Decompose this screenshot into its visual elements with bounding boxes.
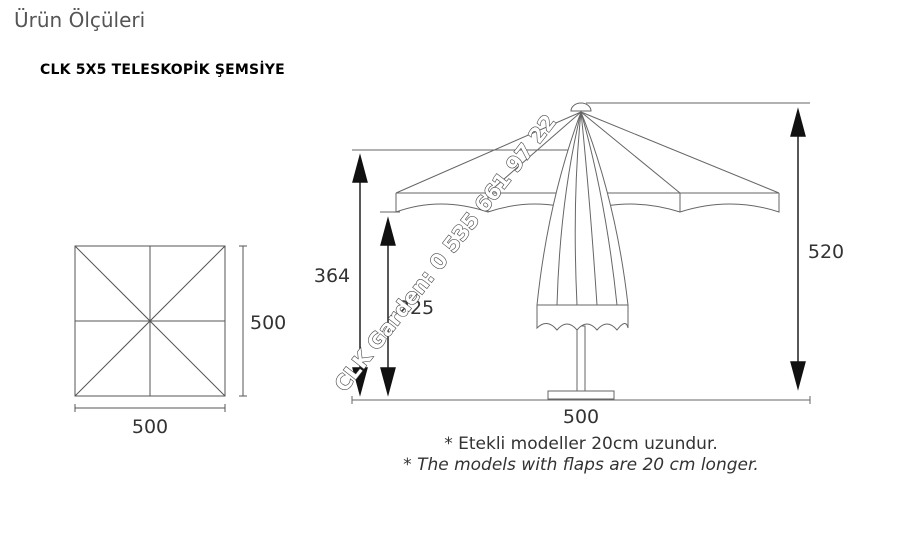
note-turkish: * Etekli modeller 20cm uzundur. xyxy=(444,434,718,454)
side-view-width-label: 500 xyxy=(563,406,599,428)
side-view xyxy=(351,102,811,404)
canopy-height-label: 364 xyxy=(314,265,350,287)
phone-watermark: CLK Garden: 0 535 661 97 22 xyxy=(330,110,561,396)
umbrella-finial xyxy=(570,102,592,112)
folded-height-label: 225 xyxy=(398,297,434,319)
total-height-arrow-up xyxy=(790,107,806,137)
umbrella-base xyxy=(547,390,615,400)
section-title: Ürün Ölçüleri xyxy=(14,8,146,32)
product-name: CLK 5X5 TELESKOPİK ŞEMSİYE xyxy=(40,62,285,78)
canopy-height-arrow-down xyxy=(352,367,368,397)
umbrella-pole xyxy=(576,325,586,392)
total-height-arrow-down xyxy=(790,361,806,391)
folded-height-arrow-down xyxy=(380,367,396,397)
canopy-height-arrow-up xyxy=(352,153,368,183)
dimension-arrows xyxy=(352,107,806,397)
top-view xyxy=(74,245,247,412)
top-view-width-label: 500 xyxy=(132,416,168,438)
total-height-label: 520 xyxy=(808,241,844,263)
note-english: * The models with flaps are 20 cm longer… xyxy=(403,455,759,475)
top-view-depth-label: 500 xyxy=(250,312,286,334)
folded-height-arrow-up xyxy=(380,216,396,246)
folded-canopy xyxy=(536,110,629,331)
